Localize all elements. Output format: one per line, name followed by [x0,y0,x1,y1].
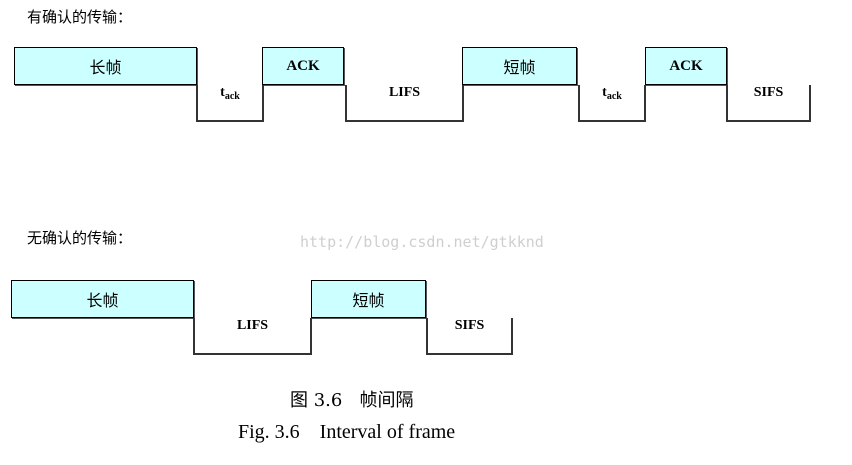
long-frame-box: 长帧 [11,280,194,318]
long-frame-box: 长帧 [14,47,197,85]
no-ack-transmission-heading: 无确认的传输： [27,229,133,247]
watermark-text: http://blog.csdn.net/gtkknd [300,233,544,251]
ack-transmission-heading: 有确认的传输： [27,8,133,26]
figure-caption-chinese: 图 3.6 帧间隔 [290,390,414,411]
interval-label: LIFS [388,85,421,100]
t-ack-interval: tack [196,85,264,122]
interval-label: tack [602,85,622,102]
short-frame-box: 短帧 [311,280,426,318]
sifs-interval: SIFS [426,318,513,355]
interval-label: SIFS [753,85,784,100]
lifs-interval: LIFS [193,318,312,355]
figure-caption-english: Fig. 3.6 Interval of frame [238,421,456,443]
lifs-interval: LIFS [345,85,464,122]
short-frame-box: 短帧 [462,47,577,85]
ack-frame-box: ACK [262,47,344,85]
t-ack-interval: tack [578,85,646,122]
sifs-interval: SIFS [726,85,811,122]
interval-label: tack [220,85,240,102]
ack-frame-box: ACK [645,47,727,85]
interval-label: SIFS [454,318,485,333]
interval-label: LIFS [236,318,269,333]
